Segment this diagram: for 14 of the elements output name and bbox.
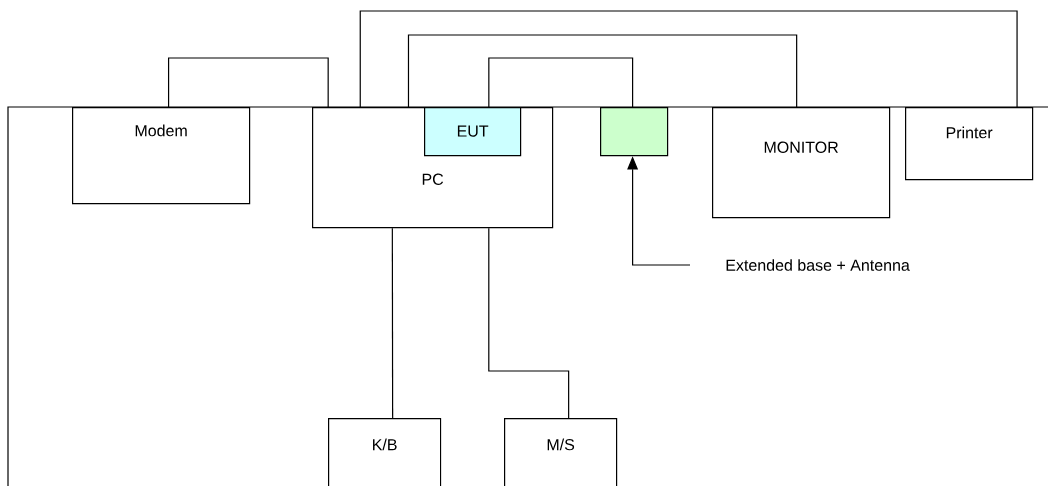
cable-line: [407, 34, 798, 108]
cable-line: [168, 57, 329, 108]
modem-box: Modem: [72, 107, 251, 205]
eut-box: EUT: [424, 107, 522, 157]
cable-line: [488, 227, 570, 419]
cable-line: [391, 227, 394, 419]
mouse-box: M/S: [504, 418, 618, 486]
printer-box: Printer: [905, 107, 1034, 181]
monitor-box: MONITOR: [712, 107, 891, 219]
cable-line: [359, 10, 1018, 108]
keyboard-box: K/B: [328, 418, 442, 486]
cable-line: [488, 57, 634, 108]
callout-text: Extended base + Antenna: [726, 259, 910, 271]
base-box: [600, 107, 669, 157]
